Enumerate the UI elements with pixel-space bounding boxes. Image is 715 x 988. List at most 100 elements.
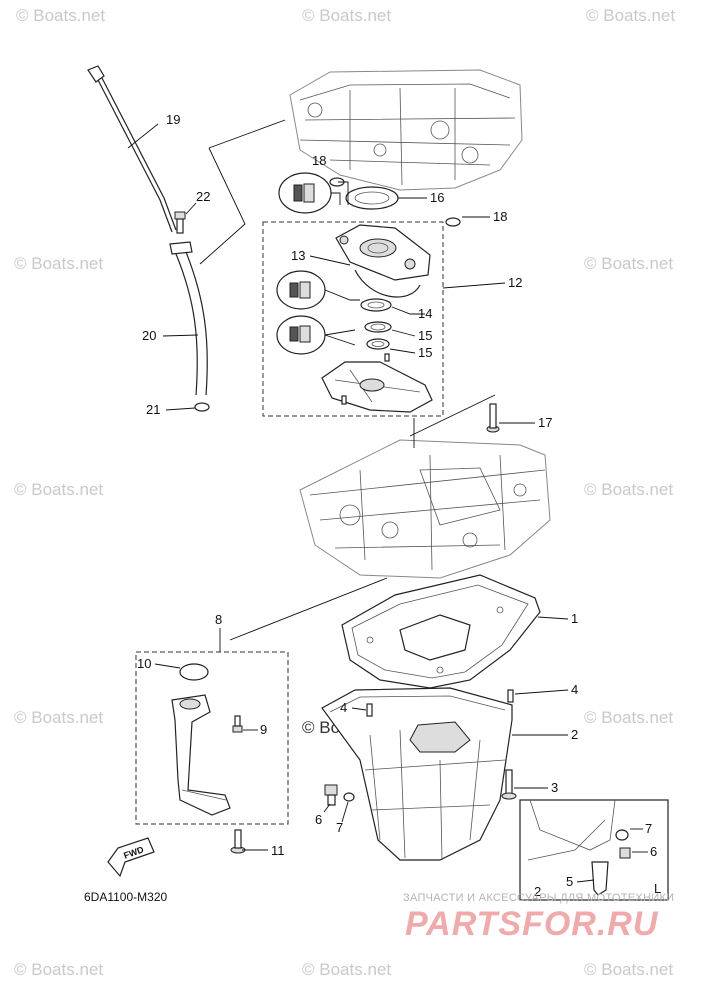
- gasket-washer: [343, 792, 355, 802]
- watermark: © Boats.net: [302, 6, 392, 25]
- seal-detail-bubble: [276, 270, 360, 310]
- watermark: © Boats.net: [586, 6, 676, 25]
- oil-pump-housing: [335, 224, 431, 298]
- drain-plug: [324, 784, 338, 806]
- callout-2: 2: [571, 727, 578, 742]
- callout-11: 11: [271, 843, 285, 858]
- oil-strainer: [171, 694, 231, 816]
- brand-tagline: ЗАПЧАСТИ И АКСЕССУАРЫ ДЛЯ МОТОТЕХНИКИ: [403, 892, 675, 904]
- dipstick-guide-tube: [169, 241, 208, 396]
- leader-line: [127, 123, 159, 149]
- leader-line: [341, 801, 349, 823]
- callout-3: 3: [551, 780, 558, 795]
- drain-plug: [591, 861, 609, 896]
- detail-pan-outline: [527, 819, 606, 861]
- callout-15b: 15: [418, 345, 432, 360]
- watermark: © Boats.net: [584, 960, 674, 979]
- figure-code: 6DA1100-M320: [84, 890, 168, 904]
- strainer-group-box: [135, 651, 289, 825]
- oil-pan: [321, 687, 513, 861]
- leader-line: [154, 663, 181, 669]
- bolt: [174, 211, 186, 234]
- gasket: [341, 574, 541, 689]
- callout-22: 22: [196, 189, 210, 204]
- exhaust-guide: [299, 439, 551, 579]
- callout-7: 7: [336, 820, 343, 835]
- callout-18b: 18: [493, 209, 507, 224]
- callout-13: 13: [291, 248, 305, 263]
- watermark: © Boats.net: [584, 254, 674, 273]
- engine-block-top: [289, 69, 523, 191]
- oil-seal: [360, 298, 392, 312]
- callout-6: 6: [315, 812, 322, 827]
- leader-line: [185, 202, 197, 215]
- oil-seal: [345, 186, 399, 210]
- callout-2b: 2: [534, 884, 541, 899]
- dowel-pin: [507, 689, 514, 703]
- watermark: © Boats.net: [302, 960, 392, 979]
- detail-letter: L: [654, 881, 661, 896]
- leader-line: [391, 329, 416, 337]
- oil-seal-inner: [367, 301, 385, 309]
- leader-line: [389, 348, 416, 354]
- watermark: © Boats.net: [584, 480, 674, 499]
- callout-20: 20: [142, 328, 156, 343]
- seal-detail-bubble: [276, 315, 356, 355]
- oil-pump-group-box: [262, 221, 444, 417]
- oil-seal-inner: [371, 341, 385, 347]
- watermark: © Boats.net: [14, 960, 104, 979]
- leader-line: [576, 879, 595, 883]
- o-ring: [445, 217, 461, 227]
- oil-pump-body: [321, 361, 433, 413]
- callout-19: 19: [166, 112, 180, 127]
- leader-line: [162, 334, 199, 337]
- gasket-washer: [615, 829, 629, 841]
- callout-6b: 6: [650, 844, 657, 859]
- watermark: © Boats.net: [14, 480, 104, 499]
- seal-detail-bubble: [278, 172, 349, 214]
- oil-seal: [364, 321, 392, 333]
- dowel-pin: [384, 353, 390, 362]
- callout-15: 15: [418, 328, 432, 343]
- callout-4b: 4: [571, 682, 578, 697]
- callout-5: 5: [566, 874, 573, 889]
- watermark: © Boats.net: [16, 6, 106, 25]
- callout-21: 21: [146, 402, 160, 417]
- callout-9: 9: [260, 722, 267, 737]
- bolt: [501, 769, 517, 800]
- leader-line: [165, 407, 196, 411]
- o-ring: [179, 663, 209, 681]
- dipstick: [87, 65, 177, 233]
- leader-line: [351, 707, 367, 711]
- leader-line: [442, 282, 506, 289]
- reference-line: [199, 119, 286, 265]
- watermark: © Boats.net: [14, 708, 104, 727]
- callout-14: 14: [418, 306, 432, 321]
- watermark: © Boats.net: [584, 708, 674, 727]
- callout-1: 1: [571, 611, 578, 626]
- oil-seal: [366, 338, 390, 350]
- callout-16: 16: [430, 190, 444, 205]
- callout-18: 18: [312, 153, 326, 168]
- dowel-pin: [366, 703, 373, 717]
- o-ring: [194, 402, 210, 412]
- leader-line: [391, 306, 425, 315]
- forward-arrow: [107, 837, 155, 878]
- bolt: [486, 403, 500, 433]
- leader-line: [323, 803, 331, 813]
- drain-plug: [619, 847, 631, 859]
- oil-seal-inner: [370, 323, 386, 331]
- callout-10: 10: [137, 656, 151, 671]
- watermark: © Boats.net: [14, 254, 104, 273]
- leader-line: [537, 616, 569, 620]
- leader-line: [514, 689, 569, 695]
- brand-logo: PARTSFOR.RU: [405, 905, 659, 943]
- callout-4: 4: [340, 700, 347, 715]
- detail-box: [519, 799, 669, 901]
- callout-17: 17: [538, 415, 552, 430]
- detail-pan-outline: [529, 799, 616, 851]
- bolt: [232, 715, 243, 733]
- leader-line: [309, 255, 351, 266]
